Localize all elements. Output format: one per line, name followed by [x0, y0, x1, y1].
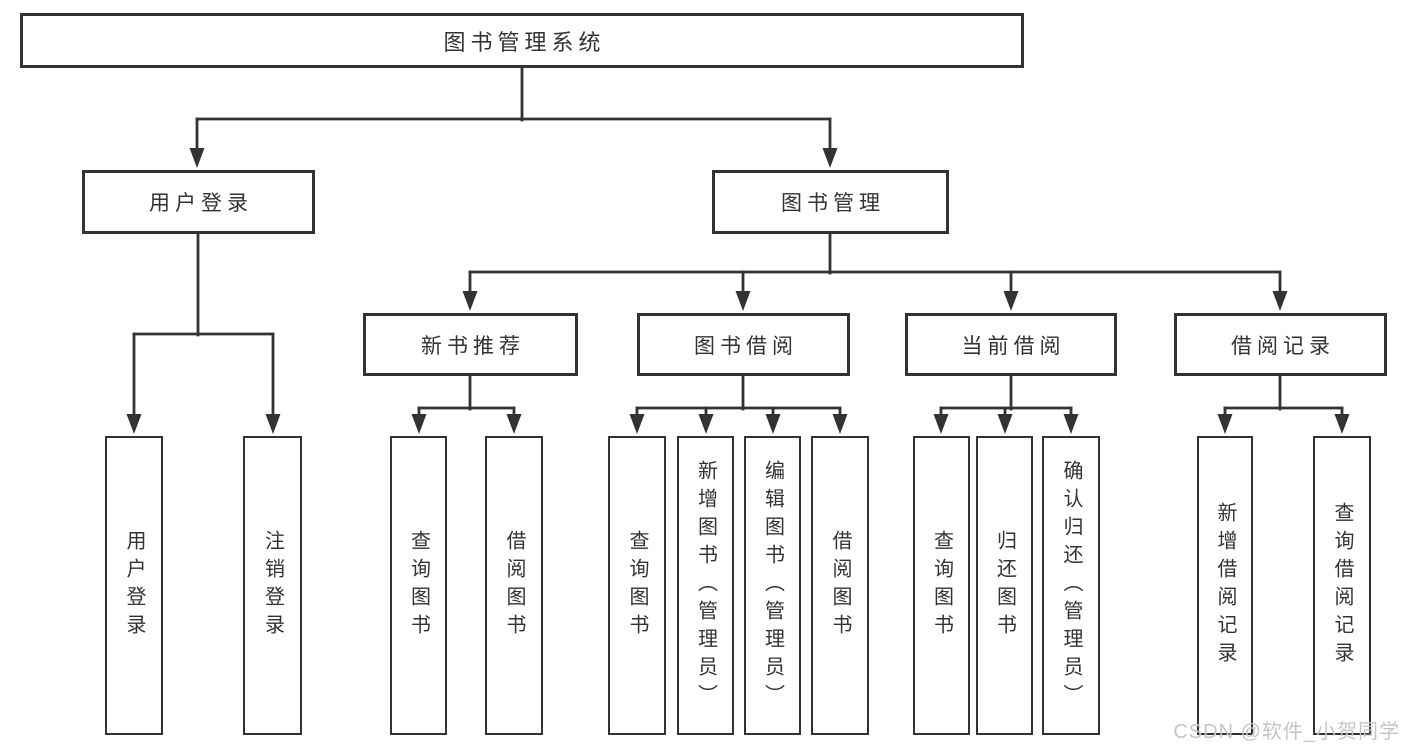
leaf-borrow-query-book: 查询图书 — [608, 436, 666, 735]
node-user-login: 用户登录 — [82, 170, 315, 234]
leaf-return-book: 归还图书 — [976, 436, 1033, 735]
leaf-logout: 注销登录 — [243, 436, 302, 735]
leaf-confirm-return-admin: 确认归还（管理员） — [1042, 436, 1100, 735]
leaf-user-login: 用户登录 — [105, 436, 163, 735]
leaf-current-query-book: 查询图书 — [913, 436, 970, 735]
leaf-recommend-query-book: 查询图书 — [390, 436, 447, 735]
leaf-edit-book-admin: 编辑图书（管理员） — [744, 436, 801, 735]
leaf-borrow-book: 借阅图书 — [811, 436, 869, 735]
leaf-query-borrow-record: 查询借阅记录 — [1313, 436, 1371, 735]
watermark: CSDN @软件_小贺同学 — [1173, 721, 1400, 743]
leaf-add-borrow-record: 新增借阅记录 — [1197, 436, 1253, 735]
node-library-system: 图书管理系统 — [20, 13, 1024, 68]
leaf-add-book-admin: 新增图书（管理员） — [677, 436, 734, 735]
node-current-borrow: 当前借阅 — [905, 313, 1117, 376]
node-book-management: 图书管理 — [712, 170, 949, 234]
leaf-recommend-borrow-book: 借阅图书 — [485, 436, 543, 735]
node-book-borrow: 图书借阅 — [637, 313, 850, 376]
node-borrow-record: 借阅记录 — [1174, 313, 1387, 376]
node-new-book-recommend: 新书推荐 — [363, 313, 578, 376]
